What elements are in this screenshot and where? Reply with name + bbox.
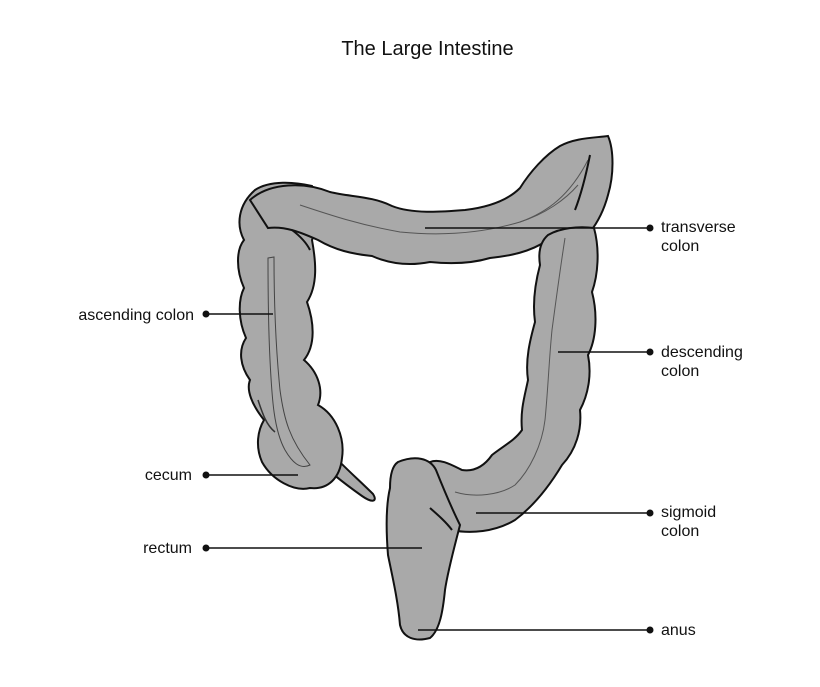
dot-cecum [202, 471, 210, 479]
dot-ascending-colon [202, 310, 210, 318]
leader-lines [206, 227, 650, 631]
label-sigmoid-colon-line1: sigmoid [661, 504, 716, 521]
leader-dots [202, 224, 654, 634]
ascending-seam-line [267, 256, 311, 467]
label-descending-colon-line2: colon [661, 363, 699, 380]
label-rectum: rectum [143, 540, 192, 557]
label-transverse-colon-line2: colon [661, 238, 699, 255]
label-cecum: cecum [145, 467, 192, 484]
transverse-seam-line-2 [519, 159, 589, 223]
label-anus: anus [661, 622, 696, 639]
diagram-title: The Large Intestine [341, 38, 514, 60]
dot-sigmoid-colon [646, 509, 654, 517]
label-ascending-colon: ascending colon [78, 307, 194, 324]
splenic-flexure-fold [574, 154, 591, 211]
label-transverse-colon-line1: transverse [661, 219, 736, 236]
dot-descending-colon [646, 348, 654, 356]
hepatic-flexure-fold [291, 229, 311, 251]
dot-rectum [202, 544, 210, 552]
transverse-seam-line [299, 184, 579, 235]
rectum-shape [385, 457, 462, 641]
descending-seam-line [454, 237, 566, 496]
label-sigmoid-colon-line2: colon [661, 523, 699, 540]
dot-transverse-colon [646, 224, 654, 232]
cecum-fold [257, 399, 276, 433]
sigmoid-fold [429, 507, 453, 531]
dot-anus [646, 626, 654, 634]
descending-colon-shape [419, 226, 599, 533]
ascending-colon-shape [237, 181, 344, 490]
transverse-colon-shape [248, 134, 614, 265]
label-descending-colon-line1: descending [661, 344, 743, 361]
